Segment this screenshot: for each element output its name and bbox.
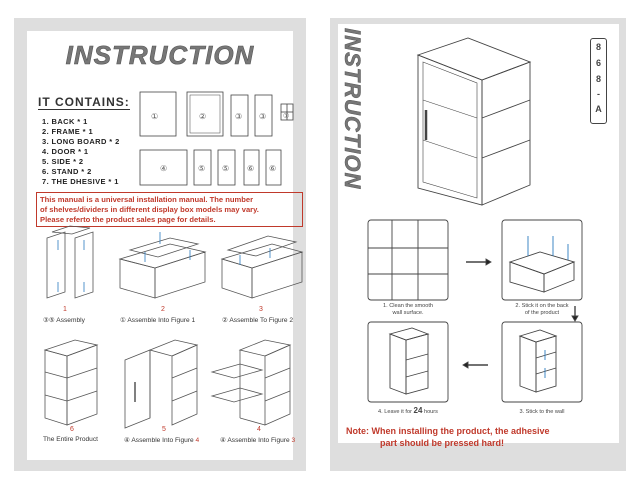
step-caption: The Entire Product	[43, 436, 98, 443]
contains-heading: IT CONTAINS:	[38, 95, 130, 109]
wall-step-caption: 3. Stick to the wall	[502, 409, 582, 416]
parts-list-item: 1. BACK * 1	[42, 117, 88, 126]
part-label: ④	[160, 164, 168, 173]
parts-list-item: 2. FRAME * 1	[42, 127, 94, 136]
caption-text: 4. Leave it for	[378, 409, 414, 415]
caption-text: ④ Assemble Into Figure	[124, 437, 196, 444]
step-number: 1	[63, 306, 67, 313]
caption-line: 1. Clean the smooth	[382, 303, 434, 309]
step-number: 3	[259, 306, 263, 313]
caption-figure-ref: 3	[291, 437, 296, 444]
step-1-figure	[46, 225, 94, 299]
parts-list-item: 6. STAND * 2	[42, 167, 92, 176]
parts-list-item: 5. SIDE * 2	[42, 157, 84, 166]
step-2-figure	[118, 232, 207, 299]
page-title-left: INSTRUCTION	[65, 40, 255, 71]
step-caption: ② Assemble To Figure 2	[222, 317, 294, 324]
notice-line: Please referto the product sales page fo…	[40, 215, 216, 224]
caption-hours: 24	[413, 406, 423, 415]
model-char: 8	[595, 74, 601, 84]
step-3-figure	[220, 235, 304, 299]
part-long-board	[254, 94, 273, 137]
wall-step-caption: 4. Leave it for 24 hours	[362, 407, 454, 416]
part-stand	[265, 149, 282, 186]
step-caption: ③⑤ Assembly	[43, 317, 85, 324]
part-door	[139, 149, 188, 186]
model-char: 6	[595, 58, 601, 68]
part-stand	[243, 149, 260, 186]
caption-line: wall surface.	[392, 310, 424, 316]
note-line: part should be pressed hard!	[380, 438, 505, 448]
step-5-figure	[124, 339, 199, 429]
part-label: ③	[259, 112, 267, 121]
part-frame-panel	[186, 91, 224, 137]
caption-line: of the product	[524, 310, 560, 316]
right-inner-page	[338, 24, 619, 443]
step-caption: ④ Assemble Into Figure 4	[124, 436, 199, 444]
part-side	[217, 149, 236, 186]
part-label: ⑥	[247, 164, 255, 173]
parts-list-item: 3. LONG BOARD * 2	[42, 137, 120, 146]
wait-24h-figure	[367, 321, 449, 403]
part-back-panel	[139, 91, 177, 137]
wall-step-caption: 1. Clean the smooth wall surface.	[368, 303, 448, 317]
caption-figure-ref: 4	[195, 437, 200, 444]
step-4-figure	[210, 339, 292, 426]
notice-line: of shelves/dividers in different display…	[40, 205, 259, 214]
part-label: ⑦	[283, 113, 290, 120]
note-line: Note: When installing the product, the a…	[346, 426, 550, 436]
step-number: 4	[257, 426, 261, 433]
wall-step-caption: 2. Stick it on the back of the product	[500, 303, 584, 317]
model-char: -	[597, 89, 600, 99]
part-side	[193, 149, 212, 186]
part-long-board	[230, 94, 249, 137]
parts-list-item: 7. THE DHESIVE * 1	[42, 177, 119, 186]
part-label: ②	[199, 112, 207, 121]
caption-line: 2. Stick it on the back	[515, 303, 569, 309]
part-label: ③	[235, 112, 243, 121]
step-caption: ① Assemble Into Figure 1	[120, 317, 196, 324]
adhesive-back-figure	[501, 219, 583, 301]
caption-text: hours	[422, 409, 438, 415]
parts-list-item: 4. DOOR * 1	[42, 147, 89, 156]
step-number: 6	[70, 426, 74, 433]
step-number: 5	[162, 426, 166, 433]
left-inner-page	[27, 31, 293, 460]
notice-box	[36, 192, 303, 227]
part-label: ⑤	[198, 164, 206, 173]
caption-line: 3. Stick to the wall	[519, 409, 565, 415]
step-6-figure	[43, 339, 99, 426]
part-label: ⑤	[222, 164, 230, 173]
caption-text: ④ Assemble Into Figure	[220, 437, 292, 444]
notice-line: This manual is a universal installation …	[40, 195, 254, 204]
heading-underline	[38, 109, 130, 110]
stick-wall-figure	[501, 321, 583, 403]
step-caption: ④ Assemble Into Figure 3	[220, 436, 295, 444]
arrow-right-icon	[466, 258, 492, 266]
part-label: ⑥	[269, 164, 277, 173]
arrow-down-icon	[571, 306, 579, 322]
model-char: 8	[595, 42, 601, 52]
part-label: ①	[151, 112, 159, 121]
model-number-box	[590, 38, 607, 124]
model-char: A	[595, 104, 602, 114]
step-number: 2	[161, 306, 165, 313]
wall-grid-figure	[367, 219, 449, 301]
arrow-left-icon	[462, 361, 488, 369]
cabinet-main-figure	[416, 37, 532, 206]
